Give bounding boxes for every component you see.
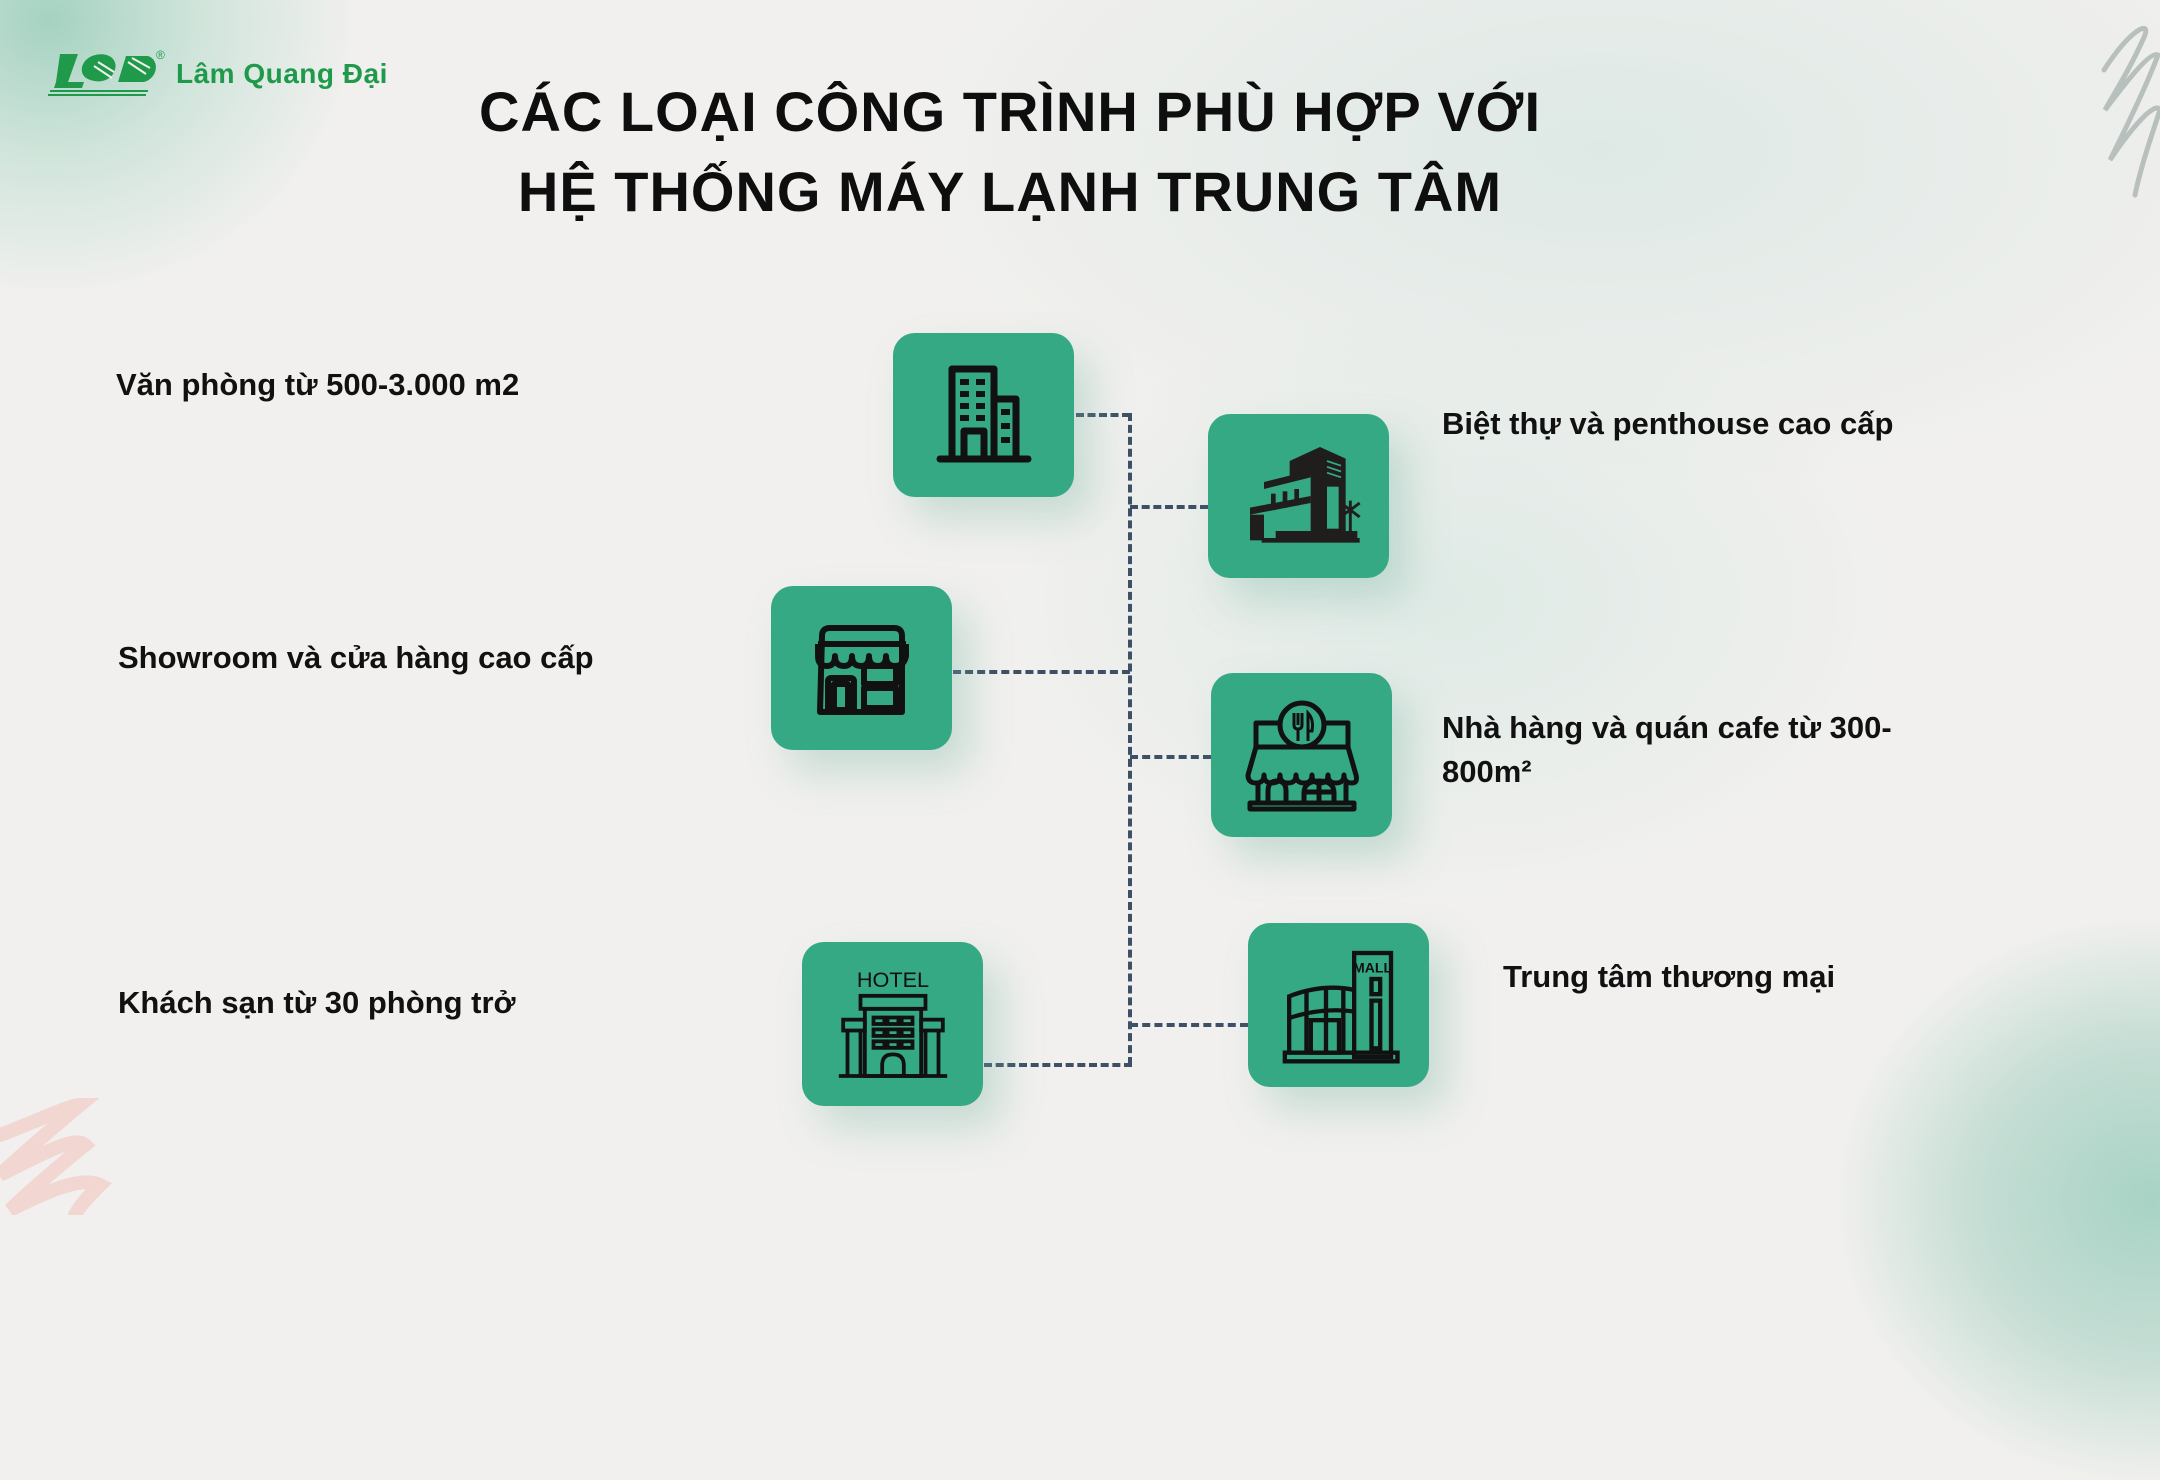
item-label-showroom: Showroom và cửa hàng cao cấp xyxy=(118,640,594,675)
item-label-mall: Trung tâm thương mại xyxy=(1503,959,1836,994)
tile-hotel[interactable]: HOTEL xyxy=(802,942,983,1106)
background-glow xyxy=(0,0,360,300)
tile-mall[interactable]: MALL xyxy=(1248,923,1429,1087)
tile-restaurant[interactable] xyxy=(1211,673,1392,837)
mall-icon: MALL xyxy=(1282,950,1400,1064)
item-label-villa: Biệt thự và penthouse cao cấp xyxy=(1442,406,1894,441)
tile-showroom[interactable] xyxy=(771,586,952,750)
connector-villa xyxy=(1130,505,1208,509)
background-glow xyxy=(1000,300,1900,900)
connector-office xyxy=(1076,413,1130,417)
connector-mall xyxy=(1130,1023,1248,1027)
background-glow xyxy=(1840,920,2160,1480)
restaurant-icon xyxy=(1245,700,1359,812)
page-title: CÁC LOẠI CÔNG TRÌNH PHÙ HỢP VỚI HỆ THỐNG… xyxy=(0,72,2160,232)
office-building-icon xyxy=(936,365,1031,463)
registered-mark: ® xyxy=(156,48,165,62)
lqd-logo-mark-icon: ® xyxy=(48,48,165,96)
brand-logo[interactable]: ® Lâm Quang Đại xyxy=(48,48,388,96)
item-label-restaurant: Nhà hàng và quán cafe từ 300- 800m² xyxy=(1442,706,1892,794)
connector-hotel xyxy=(984,1063,1132,1067)
title-line-1: CÁC LOẠI CÔNG TRÌNH PHÙ HỢP VỚI xyxy=(479,80,1541,143)
item-label-office: Văn phòng từ 500-3.000 m2 xyxy=(116,367,520,402)
villa-icon xyxy=(1249,447,1361,543)
hotel-sign-text: HOTEL xyxy=(856,967,928,992)
storefront-icon xyxy=(814,625,909,715)
item-label-restaurant-line2: 800m² xyxy=(1442,754,1532,789)
connector-showroom xyxy=(953,670,1130,674)
hotel-icon: HOTEL xyxy=(838,967,947,1078)
item-label-hotel: Khách sạn từ 30 phòng trở xyxy=(118,985,516,1020)
title-line-2: HỆ THỐNG MÁY LẠNH TRUNG TÂM xyxy=(517,160,1503,223)
tile-villa[interactable] xyxy=(1208,414,1389,578)
brand-name: Lâm Quang Đại xyxy=(176,58,388,89)
item-label-restaurant-line1: Nhà hàng và quán cafe từ 300- xyxy=(1442,710,1892,745)
tile-office[interactable] xyxy=(893,333,1074,497)
connector-restaurant xyxy=(1130,755,1211,759)
scribble-decoration xyxy=(0,1097,112,1215)
mall-sign-text: MALL xyxy=(1353,960,1392,976)
connector-trunk xyxy=(1128,413,1132,1065)
